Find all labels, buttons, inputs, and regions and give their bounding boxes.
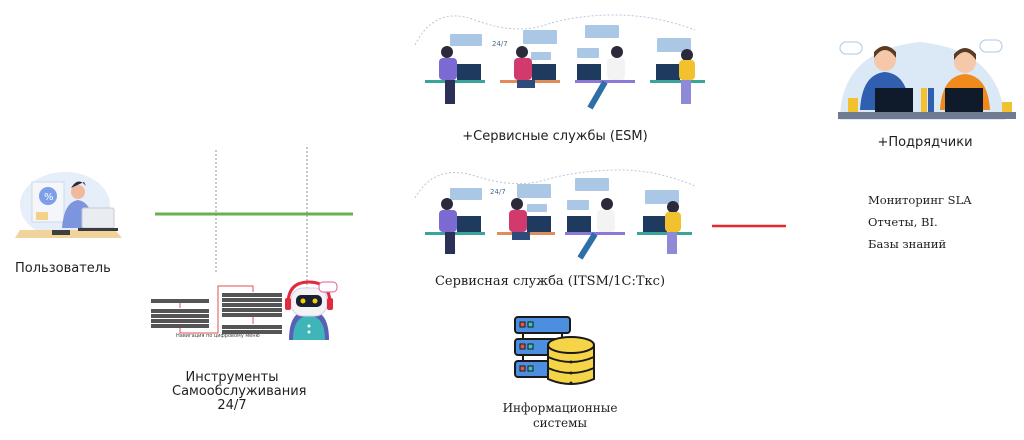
self-service-node: Навигация по цифровому меню Инструменты …: [140, 275, 370, 415]
desk-4: [650, 49, 705, 104]
desk-1: [425, 46, 485, 104]
chatbot-robot-icon: [285, 280, 338, 340]
badge-24-7: 24/7: [492, 40, 508, 48]
info-systems-label-line-1: Информационные: [502, 401, 618, 415]
user-label: Пользователь: [15, 261, 111, 276]
contractors-node: +Подрядчики: [830, 30, 1020, 155]
user-illustration: %: [15, 172, 122, 238]
user-node: % Пользователь: [5, 165, 135, 280]
desk-4: [637, 201, 692, 254]
feature-item: Мониторинг SLA: [868, 193, 972, 207]
svg-text:%: %: [44, 192, 54, 203]
feature-item: Отчеты, BI.: [868, 215, 938, 229]
features-list: Мониторинг SLA Отчеты, BI. Базы знаний: [868, 189, 1018, 255]
info-systems-label-line-2: системы: [532, 416, 588, 430]
desk-2: [497, 198, 555, 240]
esm-label: +Сервисные службы (ESM): [462, 129, 648, 144]
desk-3: [575, 46, 635, 110]
server-database-icon: [514, 316, 595, 385]
contractors-label: +Подрядчики: [877, 135, 973, 150]
feature-item: Базы знаний: [868, 237, 947, 251]
info-systems-node: Информационные системы: [480, 305, 640, 435]
itsm-node: 24/7 Сервисная: [405, 158, 705, 298]
itsm-label: Сервисная служба (ITSM/1С:Ткс): [434, 274, 666, 289]
esm-team-illustration: 24/7: [414, 14, 705, 110]
self-service-label-line-3: 24/7: [217, 398, 247, 413]
esm-node: 24/7 +Серв: [405, 0, 705, 150]
self-service-label-line-1: Инструменты: [185, 370, 279, 385]
desk-3: [565, 198, 625, 260]
desk-1: [425, 198, 485, 254]
desk-2: [500, 46, 560, 88]
badge-24-7: 24/7: [490, 188, 506, 196]
itsm-team-illustration: 24/7: [414, 169, 696, 260]
self-service-label-line-2: Самообслуживания: [172, 384, 307, 399]
nav-caption: Навигация по цифровому меню: [176, 333, 260, 339]
digital-menu-diagram: [151, 285, 282, 334]
contractors-illustration: [838, 39, 1016, 120]
